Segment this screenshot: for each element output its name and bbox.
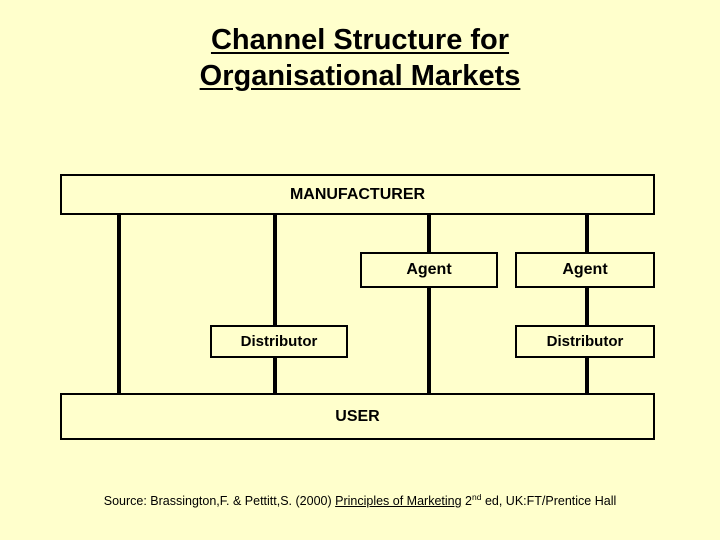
node-agent-1: Agent: [360, 252, 498, 288]
source-tail: ed, UK:FT/Prentice Hall: [481, 494, 617, 508]
connector-manufacturer-to-user-direct: [117, 213, 121, 394]
node-manufacturer-label: MANUFACTURER: [289, 185, 426, 203]
connector-manufacturer-agent-user: [427, 213, 431, 394]
page-title: Channel Structure for Organisational Mar…: [60, 22, 660, 94]
source-citation: Source: Brassington,F. & Pettitt,S. (200…: [0, 491, 720, 508]
node-distributor-2-label: Distributor: [546, 333, 624, 350]
node-user-label: USER: [335, 407, 380, 425]
node-user: USER: [60, 393, 655, 440]
node-manufacturer: MANUFACTURER: [60, 174, 655, 215]
source-book-title: Principles of Marketing: [335, 494, 462, 508]
connector-manufacturer-agent-distributor-user: [585, 213, 589, 394]
node-agent-2: Agent: [515, 252, 655, 288]
source-edition-number: 2: [461, 494, 473, 508]
source-edition-suffix: nd: [472, 491, 482, 502]
node-distributor-1-label: Distributor: [240, 333, 318, 350]
node-agent-1-label: Agent: [406, 261, 452, 278]
node-distributor-2: Distributor: [515, 325, 655, 358]
connector-manufacturer-distributor-user: [273, 213, 277, 394]
source-prefix: Source: Brassington,F. & Pettitt,S. (200…: [103, 494, 336, 508]
node-distributor-1: Distributor: [210, 325, 348, 358]
node-agent-2-label: Agent: [562, 261, 608, 278]
page-title-line-1: Channel Structure for: [210, 24, 510, 56]
page-title-line-2: Organisational Markets: [199, 60, 521, 92]
